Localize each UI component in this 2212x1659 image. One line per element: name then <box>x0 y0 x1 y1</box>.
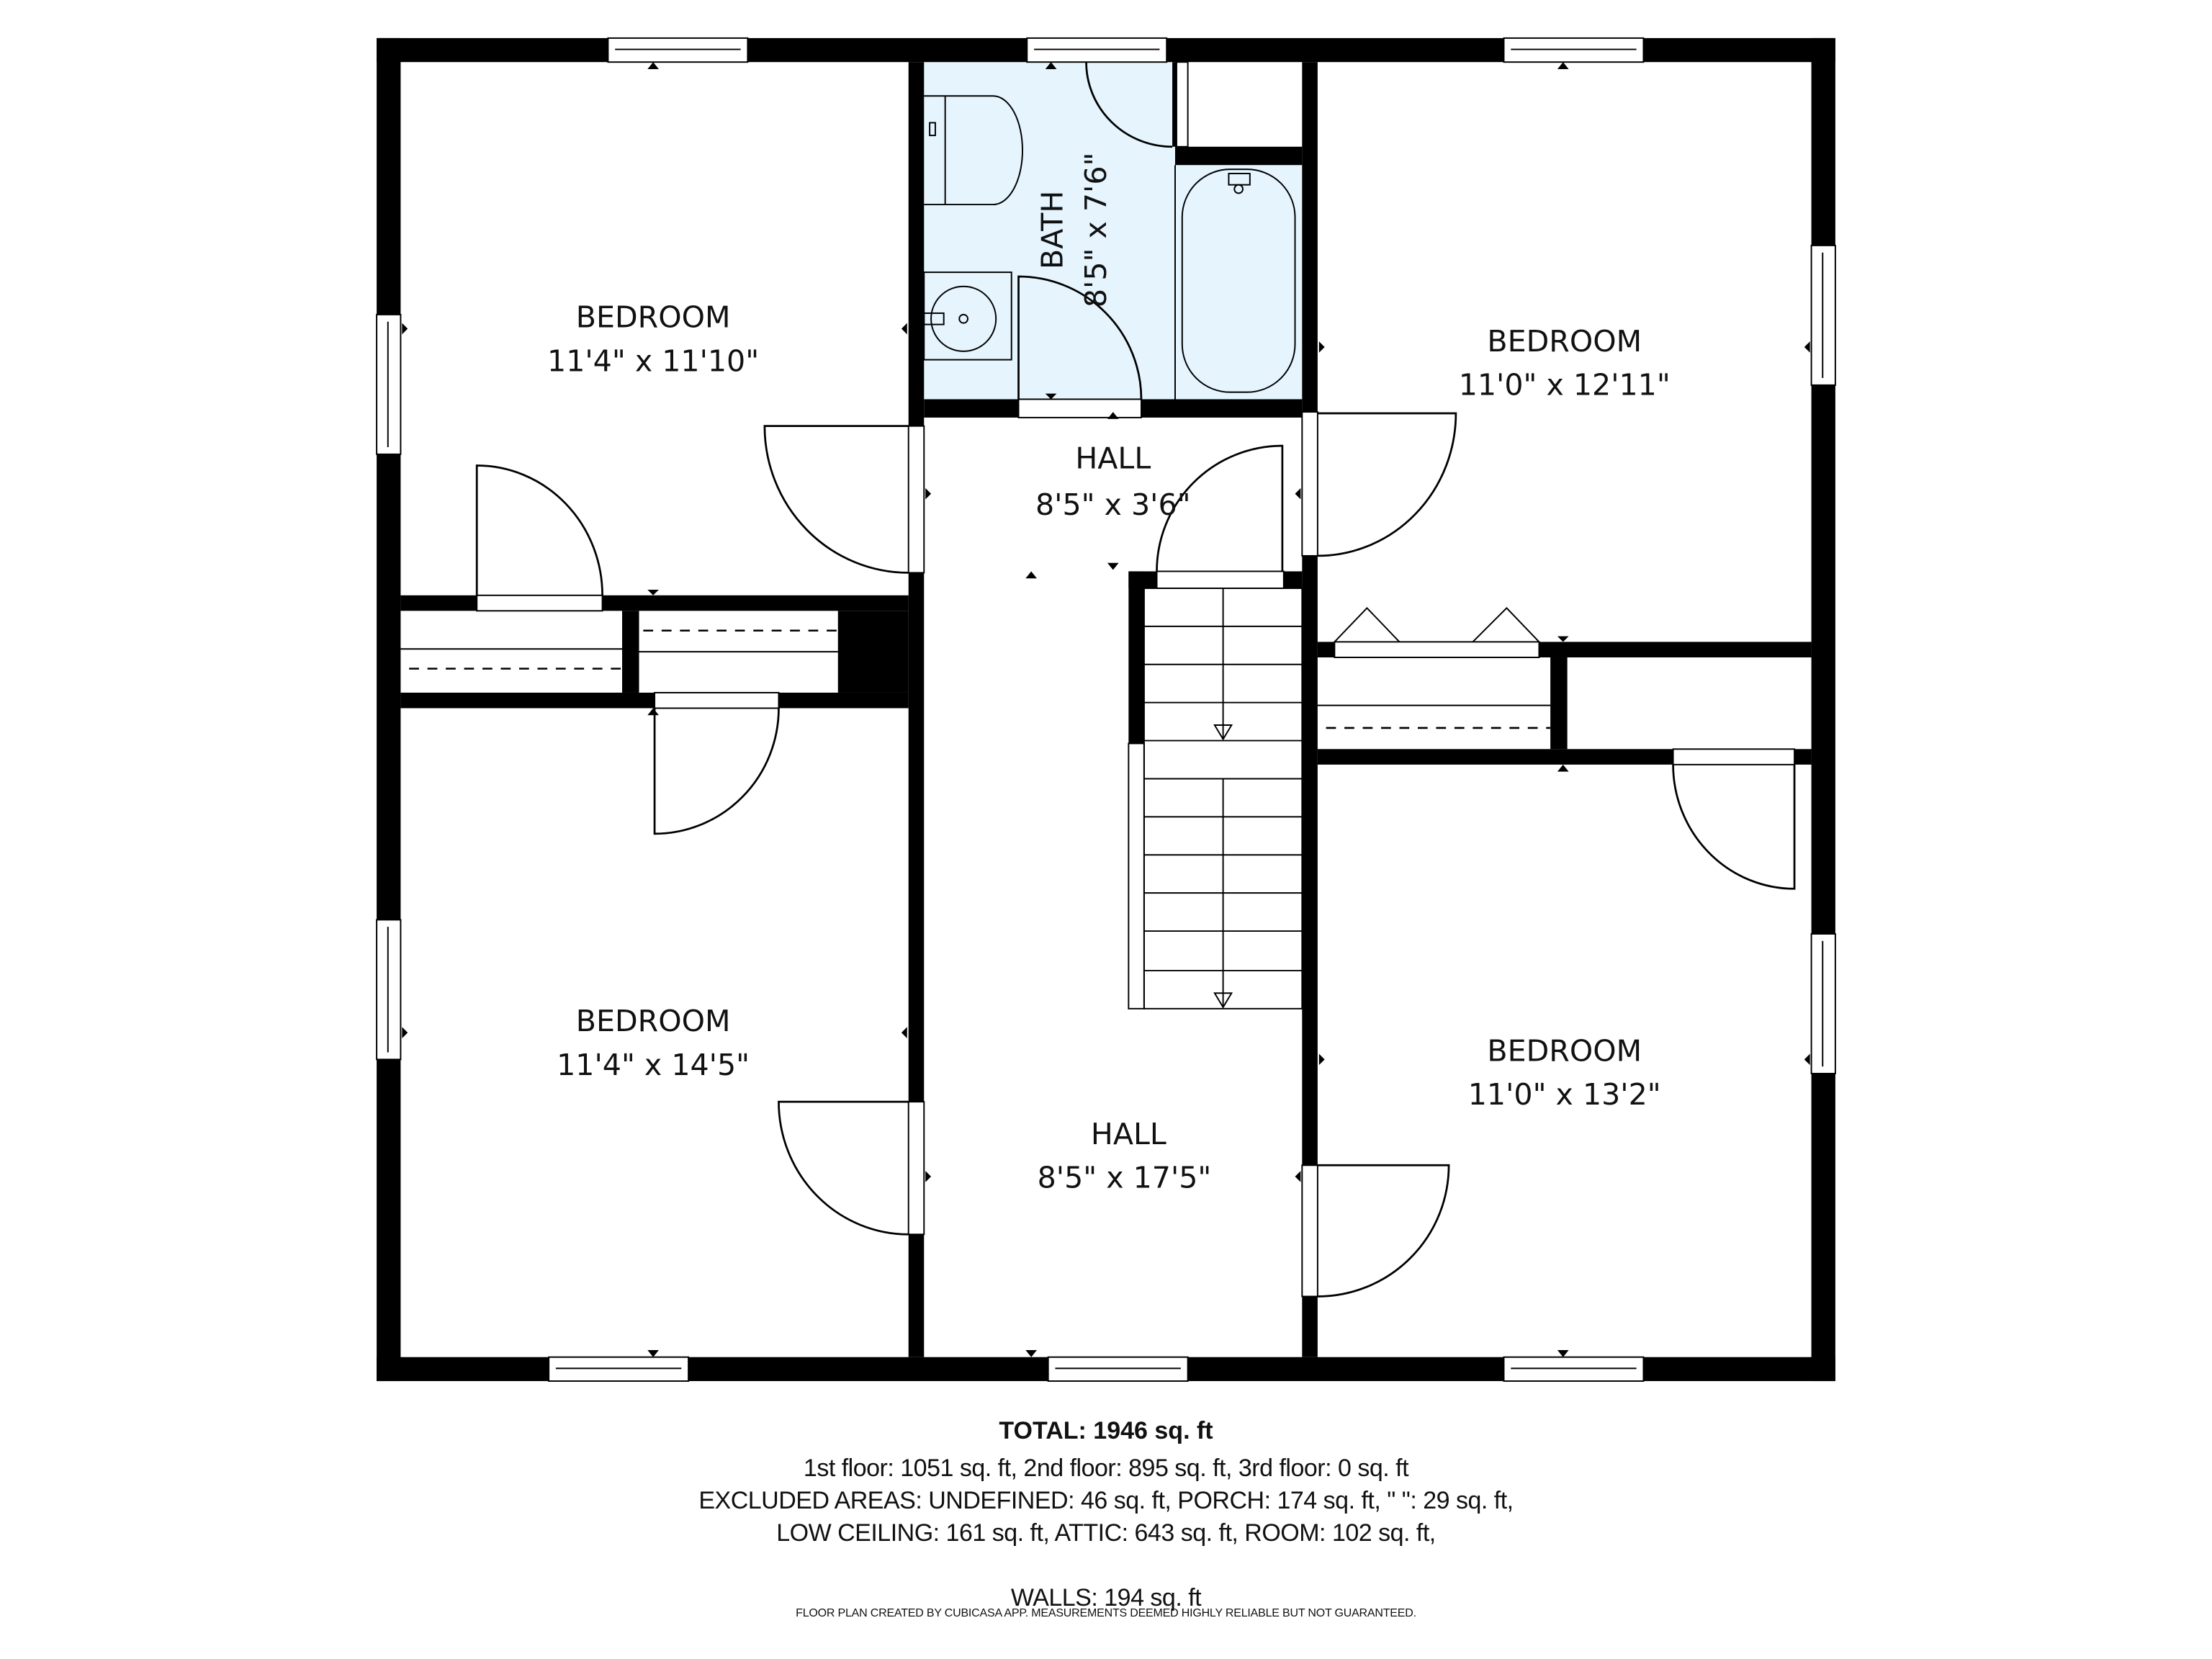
door-openings <box>476 61 1796 1298</box>
window-right-2 <box>1810 933 1836 1074</box>
bath-area <box>924 62 1303 401</box>
window-top-1 <box>607 37 749 63</box>
room-dims: 8'5" x 3'6" <box>1035 487 1191 522</box>
room-labels: BEDROOM 11'4" x 11'10" BATH 8'5" x 7'6" … <box>547 153 1671 1195</box>
bath-fixtures <box>923 95 1296 401</box>
dimension-markers <box>402 62 1810 1357</box>
room-name: BEDROOM <box>576 300 731 335</box>
window-bottom-1 <box>548 1356 690 1382</box>
excluded-areas-line-1: EXCLUDED AREAS: UNDEFINED: 46 sq. ft, PO… <box>698 1487 1514 1514</box>
room-hall-lower: HALL 8'5" x 17'5" <box>1038 1117 1212 1195</box>
room-name: BATH <box>1035 191 1069 269</box>
room-bedroom-ne: BEDROOM 11'0" x 12'11" <box>1459 324 1671 403</box>
room-dims: 8'5" x 17'5" <box>1038 1161 1212 1195</box>
room-name: BEDROOM <box>1487 324 1642 359</box>
closets <box>400 629 1551 729</box>
room-name: HALL <box>1091 1117 1166 1151</box>
window-left-2 <box>376 919 402 1061</box>
door-swings <box>475 62 1796 1298</box>
window-bottom-3 <box>1503 1356 1645 1382</box>
room-dims: 11'0" x 12'11" <box>1459 368 1671 403</box>
excluded-areas-line-2: LOW CEILING: 161 sq. ft, ATTIC: 643 sq. … <box>776 1519 1436 1547</box>
window-right-1 <box>1810 244 1836 386</box>
room-bath: BATH 8'5" x 7'6" <box>1035 153 1113 308</box>
room-name: HALL <box>1075 441 1151 475</box>
windows <box>376 37 1836 1382</box>
room-dims: 11'4" x 11'10" <box>547 343 759 378</box>
disclaimer: FLOOR PLAN CREATED BY CUBICASA APP. MEAS… <box>796 1607 1416 1619</box>
walls-area: WALLS: 194 sq. ft <box>1010 1584 1202 1611</box>
room-name: BEDROOM <box>1487 1033 1642 1068</box>
total-area: TOTAL: 1946 sq. ft <box>999 1417 1213 1444</box>
room-bedroom-se: BEDROOM 11'0" x 13'2" <box>1468 1033 1661 1112</box>
room-hall-upper: HALL 8'5" x 3'6" <box>1035 441 1191 522</box>
room-dims: 11'0" x 13'2" <box>1468 1077 1661 1112</box>
room-dims: 8'5" x 7'6" <box>1079 153 1113 308</box>
window-left-1 <box>376 313 402 455</box>
floor-areas: 1st floor: 1051 sq. ft, 2nd floor: 895 s… <box>803 1455 1409 1482</box>
room-bedroom-nw: BEDROOM 11'4" x 11'10" <box>547 300 759 379</box>
staircase <box>1128 588 1303 1010</box>
window-top-2 <box>1026 37 1168 63</box>
window-bottom-2 <box>1047 1356 1189 1382</box>
room-name: BEDROOM <box>576 1004 731 1038</box>
room-bedroom-sw: BEDROOM 11'4" x 14'5" <box>557 1004 750 1082</box>
room-dims: 11'4" x 14'5" <box>557 1048 750 1082</box>
window-top-3 <box>1503 37 1645 63</box>
